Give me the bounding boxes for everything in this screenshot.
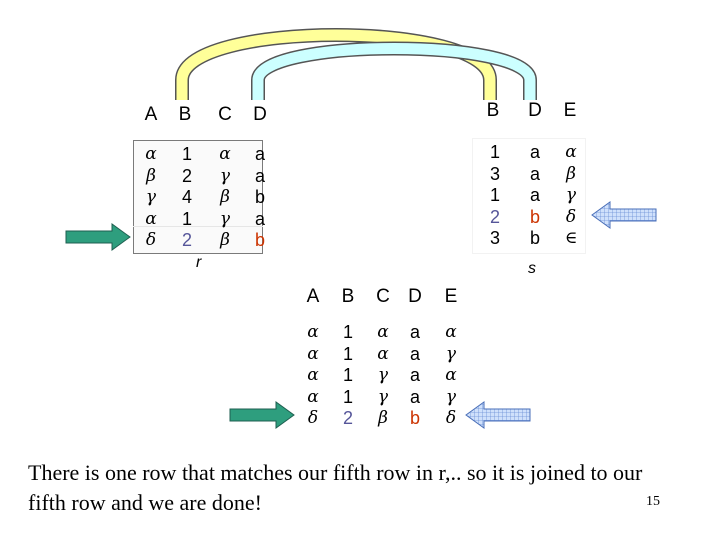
result-header-e: E <box>444 286 458 307</box>
r-column-a: α β γ α δ <box>136 144 166 252</box>
result-column-a: α α α α δ <box>298 322 328 430</box>
s-column-e: α β γ δ ∈ <box>556 142 586 250</box>
result-cell: 1 <box>342 343 353 364</box>
r-cell: 2 <box>181 165 192 186</box>
result-column-b: 1 1 1 1 2 <box>333 322 363 430</box>
result-cell: α <box>307 322 319 342</box>
result-cell: γ <box>445 386 457 407</box>
r-cell: a <box>254 165 265 186</box>
result-cell: a <box>409 365 420 385</box>
s-cell: 2 <box>489 206 500 227</box>
s-header-d: D <box>528 100 542 121</box>
result-cell: 1 <box>342 386 353 407</box>
result-cell: γ <box>445 343 457 364</box>
r-cell: γ <box>145 187 157 207</box>
result-cell: δ <box>307 408 319 428</box>
s-cell: 3 <box>489 163 500 184</box>
result-header-c: C <box>376 286 390 307</box>
s-cell: γ <box>565 185 577 205</box>
s-column-b: 1 3 1 2 3 <box>480 142 510 250</box>
result-cell: a <box>409 343 420 364</box>
arrow-left-icon <box>465 401 531 429</box>
s-table-box <box>472 138 586 254</box>
s-cell: 1 <box>489 142 500 162</box>
r-cell: α <box>219 144 231 164</box>
s-header-b: B <box>486 100 500 121</box>
s-header-e: E <box>563 100 577 121</box>
r-cell: β <box>220 230 230 250</box>
result-cell: 1 <box>342 365 353 385</box>
result-cell: α <box>377 343 389 364</box>
page-number: 15 <box>646 494 660 509</box>
r-column-c: α γ β γ β <box>210 144 240 252</box>
r-cell: b <box>254 187 265 207</box>
r-cell: a <box>254 144 265 164</box>
r-row-highlight <box>133 140 263 254</box>
r-cell: β <box>146 165 156 186</box>
result-cell: α <box>307 343 319 364</box>
result-header-b: B <box>341 286 355 307</box>
r-cell: b <box>254 230 265 250</box>
s-cell: 1 <box>489 185 500 205</box>
s-cell: a <box>529 163 540 184</box>
s-cell: ∈ <box>564 228 578 248</box>
r-cell: δ <box>145 230 157 250</box>
r-cell: 1 <box>181 208 192 229</box>
result-cell: a <box>409 322 420 342</box>
r-cell: 4 <box>181 187 192 207</box>
r-header-c: C <box>218 104 232 125</box>
r-label: r <box>196 254 202 271</box>
r-cell: γ <box>219 165 231 186</box>
result-cell: 1 <box>342 322 353 342</box>
result-cell: α <box>377 322 389 342</box>
arrow-right-icon <box>229 401 295 429</box>
result-column-d: a a a a b <box>400 322 430 430</box>
arrow-right-icon <box>65 223 131 251</box>
s-cell: δ <box>565 206 577 227</box>
r-cell: γ <box>219 208 231 229</box>
r-cell: a <box>254 208 265 229</box>
result-cell: δ <box>445 408 457 428</box>
r-cell: 1 <box>181 144 192 164</box>
result-column-e: α γ α γ δ <box>436 322 466 430</box>
r-header-a: A <box>144 104 158 125</box>
r-cell: α <box>145 144 157 164</box>
r-cell: α <box>145 208 157 229</box>
result-header-d: D <box>408 286 422 307</box>
s-column-d: a a a b b <box>520 142 550 250</box>
result-cell: γ <box>377 365 389 385</box>
arrow-left-icon <box>591 201 657 229</box>
s-cell: b <box>529 228 540 248</box>
r-column-d: a a b a b <box>245 144 275 252</box>
r-separator <box>133 226 263 227</box>
s-cell: a <box>529 142 540 162</box>
result-cell: α <box>307 365 319 385</box>
result-header-a: A <box>306 286 320 307</box>
result-cell: 2 <box>342 408 353 428</box>
r-column-b: 1 2 4 1 2 <box>172 144 202 252</box>
result-cell: b <box>409 408 420 428</box>
result-cell: γ <box>377 386 389 407</box>
caption-text: There is one row that matches our fifth … <box>28 460 643 515</box>
s-cell: b <box>529 206 540 227</box>
r-header-d: D <box>253 104 267 125</box>
s-cell: 3 <box>489 228 500 248</box>
s-cell: β <box>566 163 576 184</box>
s-cell: α <box>565 142 577 162</box>
result-cell: a <box>409 386 420 407</box>
r-cell: β <box>220 187 230 207</box>
s-label: s <box>528 260 536 277</box>
result-column-c: α α γ γ β <box>368 322 398 430</box>
r-cell: 2 <box>181 230 192 250</box>
r-header-b: B <box>178 104 192 125</box>
s-cell: a <box>529 185 540 205</box>
result-cell: α <box>445 322 457 342</box>
result-cell: α <box>445 365 457 385</box>
result-cell: β <box>378 408 388 428</box>
result-cell: α <box>307 386 319 407</box>
